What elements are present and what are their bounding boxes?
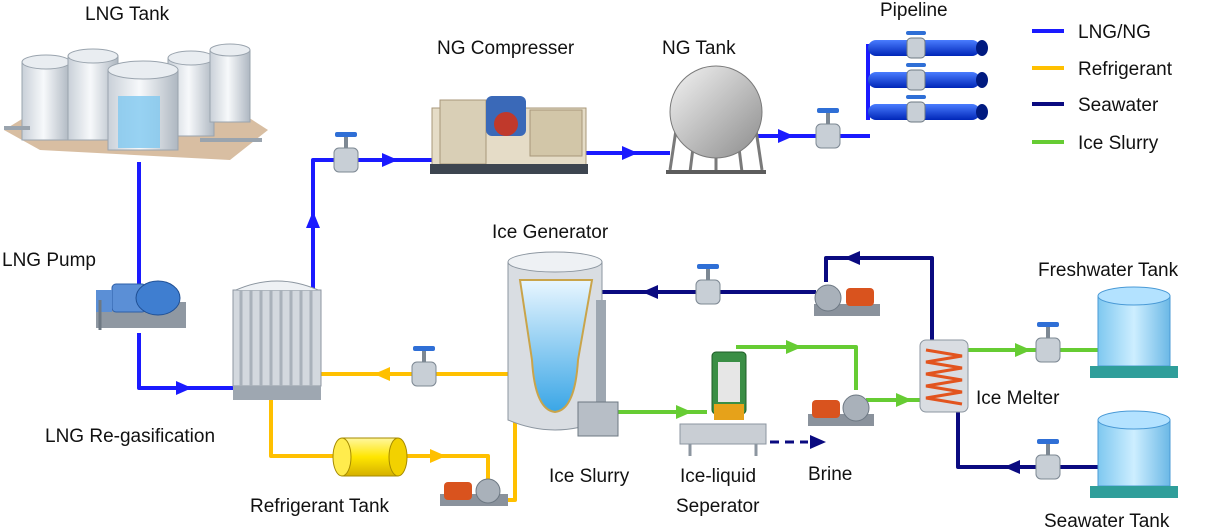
label-brine: Brine [808,464,852,485]
pump-icon [440,478,508,506]
component-labels: LNG Tank NG Compresser NG Tank Pipeline … [2,0,1179,531]
pipe-pump-to-icegen [504,408,517,502]
legend-label: Refrigerant [1078,59,1173,80]
arrow-sea-left-bottom [1004,460,1020,474]
lng-tank-icon [4,43,268,160]
arrow-ng-to-pipeline [778,129,794,143]
pipe-regas-to-valve [311,158,432,294]
valve-icon [333,132,359,173]
arrow-ng-to-tank [622,146,638,160]
arrow-lng-right [176,381,192,395]
freshwater-tank-icon [1090,286,1178,378]
arrow-ref-left [374,367,390,381]
arrow-slurry-to-melter [896,393,912,407]
arrow-slurry-to-freshwater [1015,343,1031,357]
pipe-seawater-to-melter [956,408,1100,469]
label-ng-compresser: NG Compresser [437,38,575,59]
arrow-lng-up [306,211,320,228]
refrigerant-tank-icon [332,437,408,477]
arrow-slurry-right [676,405,692,419]
ice-melter-icon [919,339,969,413]
label-ice-melter: Ice Melter [976,388,1060,409]
arrow-brine [810,435,826,449]
ice-generator-icon [507,251,619,437]
valve-icon [1035,322,1061,363]
pump-icon [814,284,880,316]
arrow-slurry-right-top [786,340,802,354]
label-seawater-tank: Seawater Tank [1044,511,1170,531]
valve-icon [695,264,721,305]
legend-label: Seawater [1078,95,1159,116]
label-pipeline: Pipeline [880,0,948,21]
label-refrigerant-tank: Refrigerant Tank [250,496,390,517]
valves [333,108,1061,480]
label-ng-tank: NG Tank [662,38,736,59]
label-ice-generator: Ice Generator [492,222,609,243]
label-lng-regasification: LNG Re-gasification [45,426,215,447]
pipe-regas-to-reftank [269,396,338,458]
ice-liquid-separator-icon [679,351,767,456]
valve-icon [411,346,437,387]
label-separator: Seperator [676,496,760,517]
legend-item: Ice Slurry [1032,133,1159,154]
label-ice-slurry: Ice Slurry [549,466,630,487]
label-ice-liquid: Ice-liquid [680,466,756,487]
seawater-tank-icon [1090,410,1178,498]
legend-label: Ice Slurry [1078,133,1159,154]
legend: LNG/NG Refrigerant Seawater Ice Slurry [1032,22,1173,154]
valve-icon [1035,439,1061,480]
lng-regasification-icon [232,280,322,400]
lng-pump-icon [96,280,186,330]
arrow-lng-to-compressor [382,153,398,167]
pipe-separator-to-pump [736,345,858,390]
arrow-sea-left-top [844,251,860,265]
legend-item: Seawater [1032,95,1159,116]
pipe-reftank-to-pump [398,454,490,492]
pipe-melter-to-pump [824,256,934,342]
flow-arrows [176,129,1031,474]
pipe-pump-to-regas [137,333,240,390]
ng-compresser-icon [430,96,588,174]
label-lng-tank: LNG Tank [85,4,170,25]
label-freshwater-tank: Freshwater Tank [1038,260,1179,281]
legend-item: LNG/NG [1032,22,1151,43]
arrow-ref-right [430,449,446,463]
pump-icon [808,394,874,426]
legend-label: LNG/NG [1078,22,1151,43]
arrow-sea-left [642,285,658,299]
valve-icon [815,108,841,149]
ng-tank-icon [666,65,766,174]
legend-item: Refrigerant [1032,59,1173,80]
pipeline-icon [868,31,988,123]
label-lng-pump: LNG Pump [2,250,96,271]
